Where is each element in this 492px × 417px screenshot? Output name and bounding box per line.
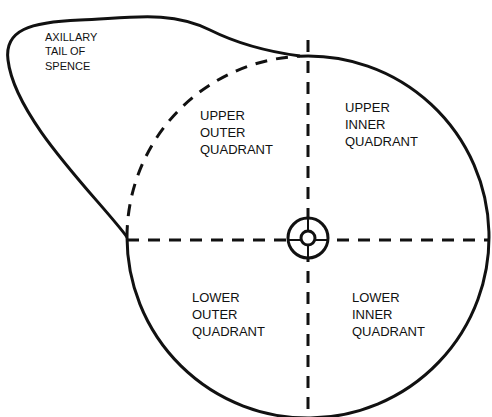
areola-tick — [315, 239, 328, 241]
quadrant-label: UPPER OUTER QUADRANT — [200, 108, 273, 159]
nipple — [301, 231, 315, 245]
areola-tick — [307, 245, 309, 258]
region-label: AXILLARY TAIL OF SPENCE — [45, 30, 97, 73]
areola-tick — [288, 239, 301, 241]
areola — [288, 218, 328, 258]
quadrant-label: LOWER INNER QUADRANT — [352, 290, 425, 341]
tail-boundary-dashed — [127, 56, 300, 237]
areola-tick — [307, 218, 309, 231]
quadrant-label: UPPER INNER QUADRANT — [345, 100, 418, 151]
quadrant-label: LOWER OUTER QUADRANT — [192, 290, 265, 341]
axillary-tail-outline — [8, 17, 300, 237]
